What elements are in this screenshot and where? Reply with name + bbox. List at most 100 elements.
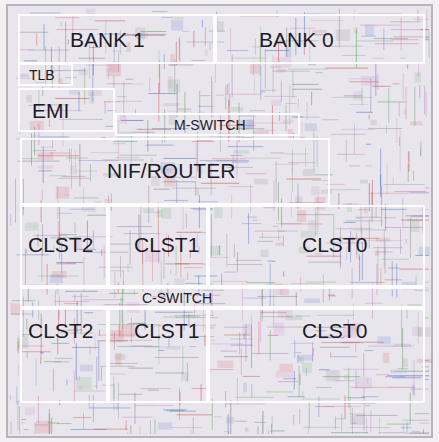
- metal-wire: [349, 427, 389, 428]
- cell-block: [305, 123, 317, 131]
- metal-wire: [202, 20, 203, 28]
- metal-wire: [38, 301, 39, 321]
- metal-wire: [192, 141, 214, 142]
- metal-wire: [173, 188, 217, 189]
- metal-wire: [406, 239, 407, 243]
- metal-wire: [289, 84, 290, 125]
- metal-wire: [292, 159, 293, 175]
- metal-wire: [83, 413, 84, 429]
- metal-wire: [75, 222, 76, 233]
- metal-wire: [316, 72, 323, 73]
- metal-wire: [22, 158, 37, 159]
- metal-wire: [400, 129, 401, 171]
- metal-wire: [174, 433, 175, 434]
- region-label: CLST1: [134, 319, 199, 342]
- cell-block: [171, 20, 183, 31]
- cell-block: [376, 238, 390, 242]
- metal-wire: [66, 379, 67, 385]
- metal-wire: [236, 397, 274, 398]
- metal-wire: [43, 147, 44, 183]
- metal-wire: [366, 144, 371, 145]
- metal-wire: [65, 77, 77, 78]
- metal-wire: [400, 229, 401, 254]
- metal-wire: [59, 178, 90, 179]
- metal-wire: [139, 427, 140, 434]
- metal-wire: [94, 201, 102, 202]
- metal-wire: [331, 134, 366, 135]
- die-region: CLST2: [20, 205, 108, 287]
- cell-block: [297, 210, 306, 222]
- cell-block: [25, 407, 35, 415]
- metal-wire: [346, 140, 347, 161]
- metal-wire: [109, 363, 137, 364]
- metal-wire: [113, 141, 137, 142]
- metal-wire: [267, 327, 308, 328]
- metal-wire: [176, 232, 201, 233]
- metal-wire: [420, 148, 421, 157]
- metal-wire: [273, 55, 274, 92]
- metal-wire: [177, 109, 191, 110]
- metal-wire: [199, 195, 200, 228]
- cell-block: [110, 330, 123, 342]
- metal-wire: [216, 95, 224, 96]
- cell-block: [383, 353, 390, 363]
- metal-wire: [415, 290, 429, 291]
- metal-wire: [155, 372, 183, 373]
- metal-wire: [162, 17, 173, 18]
- metal-wire: [40, 356, 41, 364]
- metal-wire: [104, 246, 105, 279]
- metal-wire: [163, 158, 196, 159]
- cell-block: [80, 365, 93, 372]
- metal-wire: [328, 295, 336, 296]
- metal-wire: [276, 161, 277, 201]
- metal-wire: [396, 118, 397, 143]
- metal-wire: [214, 416, 222, 417]
- metal-wire: [210, 281, 249, 282]
- metal-wire: [385, 204, 386, 231]
- metal-wire: [235, 421, 247, 422]
- metal-wire: [74, 391, 109, 392]
- metal-wire: [401, 427, 411, 428]
- metal-wire: [44, 24, 45, 50]
- metal-wire: [408, 151, 409, 171]
- metal-wire: [225, 391, 226, 407]
- cell-block: [30, 121, 44, 131]
- metal-wire: [154, 420, 155, 434]
- region-label: BANK 1: [70, 28, 145, 51]
- metal-wire: [369, 219, 370, 249]
- metal-wire: [396, 263, 397, 297]
- cell-block: [283, 120, 293, 124]
- metal-wire: [365, 405, 370, 406]
- cell-block: [308, 220, 315, 230]
- metal-wire: [78, 92, 79, 111]
- metal-wire: [327, 189, 360, 190]
- die-outline: [7, 5, 432, 437]
- metal-wire: [391, 346, 414, 347]
- metal-wire: [387, 375, 429, 376]
- metal-wire: [176, 42, 177, 65]
- metal-wire: [298, 98, 299, 109]
- cell-block: [271, 100, 281, 106]
- metal-wire: [257, 296, 297, 297]
- cell-block: [196, 188, 199, 195]
- cell-block: [361, 76, 378, 86]
- metal-wire: [193, 31, 194, 47]
- cell-block: [274, 323, 284, 336]
- metal-wire: [113, 143, 126, 144]
- cell-block: [280, 364, 293, 372]
- metal-wire: [285, 105, 286, 131]
- metal-wire: [155, 357, 199, 358]
- metal-wire: [252, 353, 289, 354]
- metal-wire: [419, 423, 429, 424]
- metal-wire: [365, 303, 383, 304]
- metal-wire: [283, 271, 284, 276]
- metal-wire: [391, 39, 418, 40]
- metal-wire: [265, 49, 266, 89]
- metal-wire: [399, 102, 400, 116]
- metal-wire: [393, 344, 411, 345]
- metal-wire: [192, 388, 207, 389]
- metal-wire: [123, 271, 124, 294]
- metal-wire: [424, 86, 425, 115]
- metal-wire: [375, 43, 419, 44]
- metal-wire: [230, 28, 231, 52]
